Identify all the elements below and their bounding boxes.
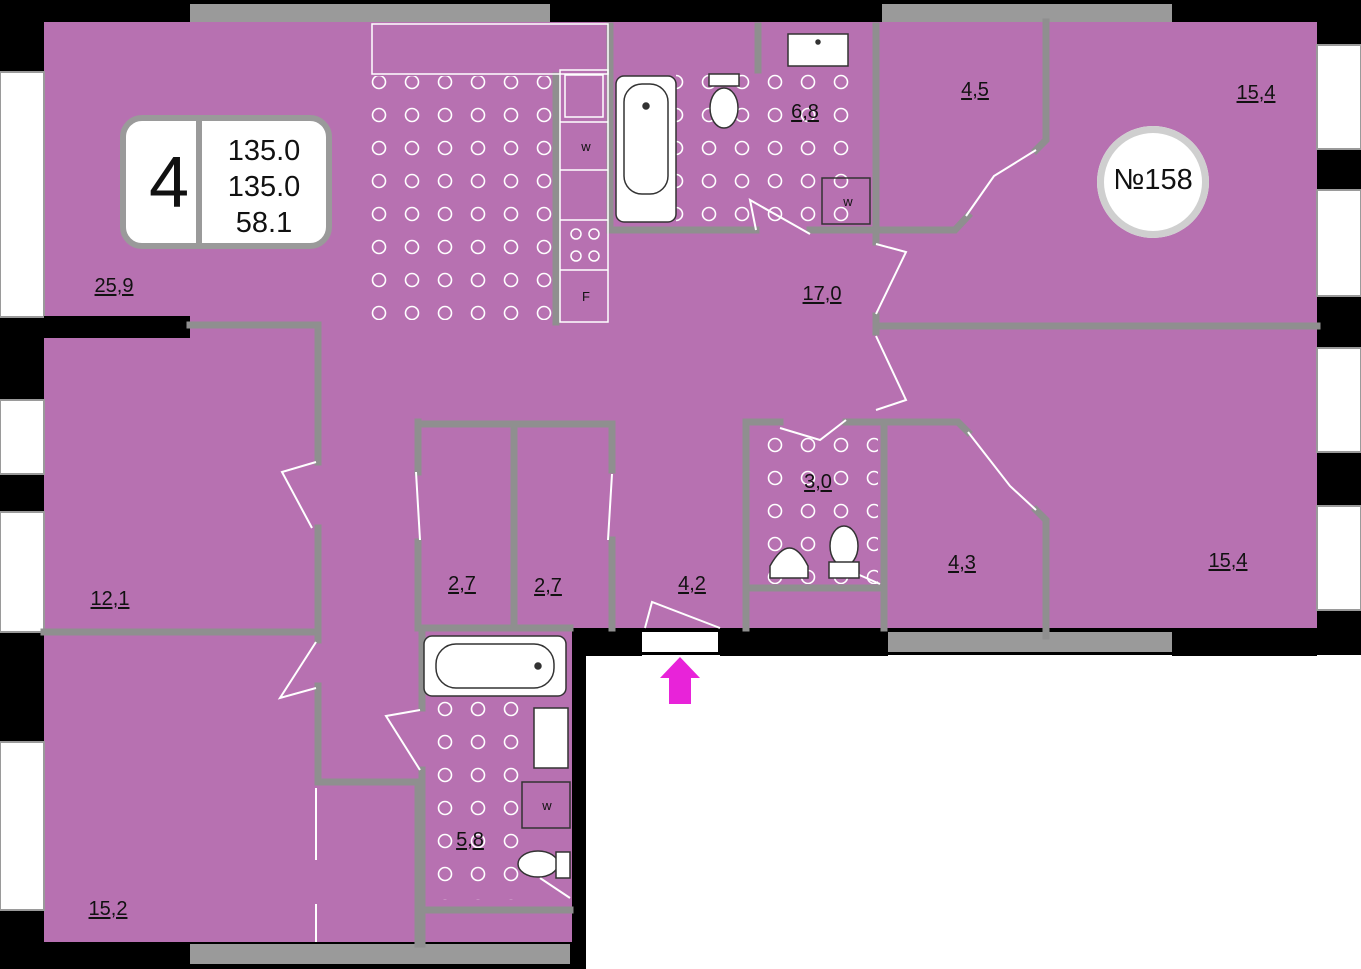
interior-walls bbox=[40, 18, 1321, 948]
living-area: 58.1 bbox=[235, 207, 293, 239]
room-area-closet-top: 4,5 bbox=[961, 79, 989, 101]
apartment-number: №158 bbox=[1113, 164, 1193, 196]
tiled-areas bbox=[366, 70, 878, 900]
room-area-bathroom-top: 6,8 bbox=[791, 101, 819, 123]
area-2: 135.0 bbox=[227, 171, 301, 203]
room-area-closet-right: 2,7 bbox=[534, 575, 562, 597]
top-bathroom-fixtures bbox=[615, 33, 871, 225]
outer-wall-stubs bbox=[44, 316, 1317, 656]
room-area-bedroom-left-mid: 12,1 bbox=[90, 588, 130, 610]
bottom-bathroom-fixtures bbox=[423, 635, 571, 879]
apartment-number-badge: №158 bbox=[1097, 126, 1209, 238]
kitchen-washer-icon: w bbox=[580, 139, 591, 154]
room-area-closet-left: 2,7 bbox=[448, 573, 476, 595]
room-area-bathroom-bottom: 5,8 bbox=[456, 829, 484, 851]
bottom-washer-icon: w bbox=[541, 798, 552, 813]
doors bbox=[277, 149, 1037, 942]
entrance bbox=[642, 632, 718, 704]
room-area-kitchen-living: 25,9 bbox=[94, 275, 134, 297]
room-area-entrance: 4,2 bbox=[678, 573, 706, 595]
total-area: 135.0 bbox=[227, 135, 301, 167]
summary-divider bbox=[196, 121, 202, 243]
room-area-bedroom-bottom-left: 15,2 bbox=[88, 898, 128, 920]
room-area-bedroom-mid-right: 15,4 bbox=[1208, 550, 1248, 572]
room-area-bedroom-top-right: 15,4 bbox=[1236, 82, 1276, 104]
windows bbox=[0, 4, 1361, 964]
room-area-wc: 3,0 bbox=[804, 471, 832, 493]
wc-fixtures bbox=[769, 525, 860, 579]
kitchen-counter bbox=[371, 23, 609, 323]
entry-arrow-icon bbox=[660, 657, 700, 704]
room-area-closet-right-mid: 4,3 bbox=[948, 552, 976, 574]
room-area-hall: 17,0 bbox=[802, 283, 842, 305]
apartment-summary: 4 135.0 135.0 58.1 bbox=[120, 115, 332, 249]
fridge-icon: F bbox=[582, 289, 590, 304]
top-washer-icon: w bbox=[842, 194, 853, 209]
rooms-count: 4 bbox=[148, 143, 190, 223]
